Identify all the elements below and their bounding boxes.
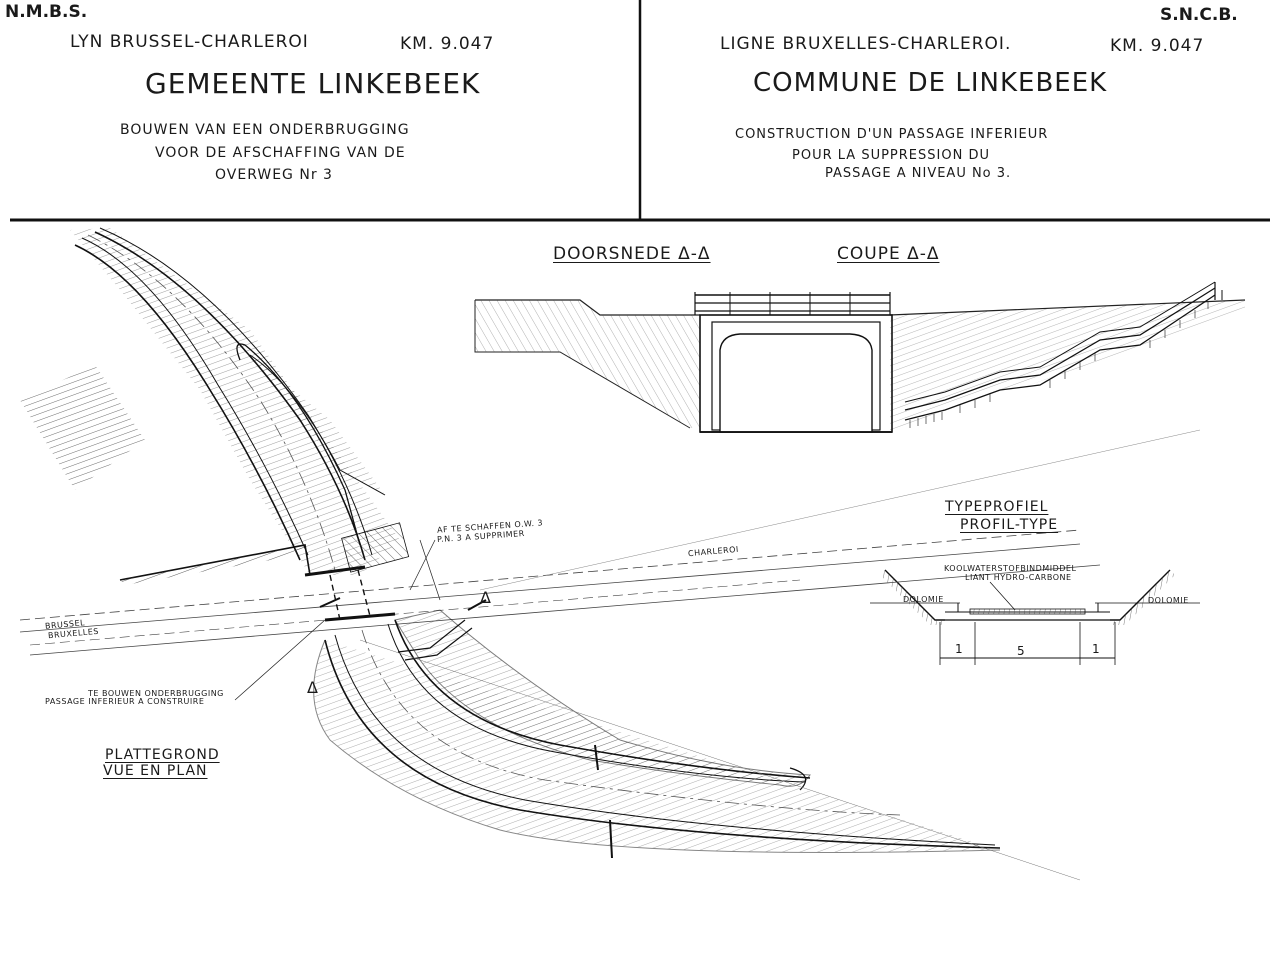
plan-section-mark-1: Δ — [480, 588, 491, 607]
header-left-municipality: GEMEENTE LINKEBEEK — [145, 67, 481, 100]
profile-title-nl: TYPEPROFIEL — [945, 499, 1049, 515]
plan-title-nl: PLATTEGROND — [105, 747, 220, 763]
section-drawing — [474, 281, 1246, 433]
header-left-line: LYN BRUSSEL-CHARLEROI — [70, 32, 309, 52]
profile-dim-right: 1 — [1092, 642, 1100, 656]
header-left-desc3: OVERWEG Nr 3 — [215, 167, 333, 183]
header-left-desc2: VOOR DE AFSCHAFFING VAN DE — [155, 145, 406, 161]
header-left-org: N.M.B.S. — [5, 2, 88, 22]
profile-dolomite-right: DOLOMIE — [1148, 596, 1189, 605]
plan-drawing — [19, 227, 1201, 881]
header-right-line: LIGNE BRUXELLES-CHARLEROI. — [720, 34, 1012, 54]
header-right-desc1: CONSTRUCTION D'UN PASSAGE INFERIEUR — [735, 127, 1049, 142]
section-title-nl: DOORSNEDE Δ-Δ — [553, 244, 711, 264]
header-right-km: KM. 9.047 — [1110, 36, 1205, 56]
profile-title-fr: PROFIL-TYPE — [960, 517, 1059, 533]
plan-build-fr: PASSAGE INFERIEUR A CONSTRUIRE — [45, 697, 205, 706]
profile-dim-left: 1 — [955, 642, 963, 656]
header-left-km: KM. 9.047 — [400, 34, 495, 54]
plan-title-fr: VUE EN PLAN — [103, 763, 208, 779]
plan-build-nl: TE BOUWEN ONDERBRUGGING — [88, 689, 224, 698]
section-title-fr: COUPE Δ-Δ — [837, 244, 940, 264]
header-right-municipality: COMMUNE DE LINKEBEEK — [753, 68, 1108, 98]
profile-binder-fr: LIANT HYDRO-CARBONE — [965, 573, 1072, 582]
type-profile-drawing — [870, 569, 1200, 665]
header-right-desc2: POUR LA SUPPRESSION DU — [792, 148, 990, 163]
plan-section-mark-2: Δ — [307, 678, 318, 697]
header-left-desc1: BOUWEN VAN EEN ONDERBRUGGING — [120, 122, 410, 138]
header-right-desc3: PASSAGE A NIVEAU No 3. — [825, 166, 1012, 181]
profile-dim-mid: 5 — [1017, 644, 1025, 658]
header-right-org: S.N.C.B. — [1160, 5, 1238, 25]
profile-dolomite-left: DOLOMIE — [903, 595, 944, 604]
profile-binder-nl: KOOLWATERSTOFBINDMIDDEL — [944, 564, 1077, 573]
